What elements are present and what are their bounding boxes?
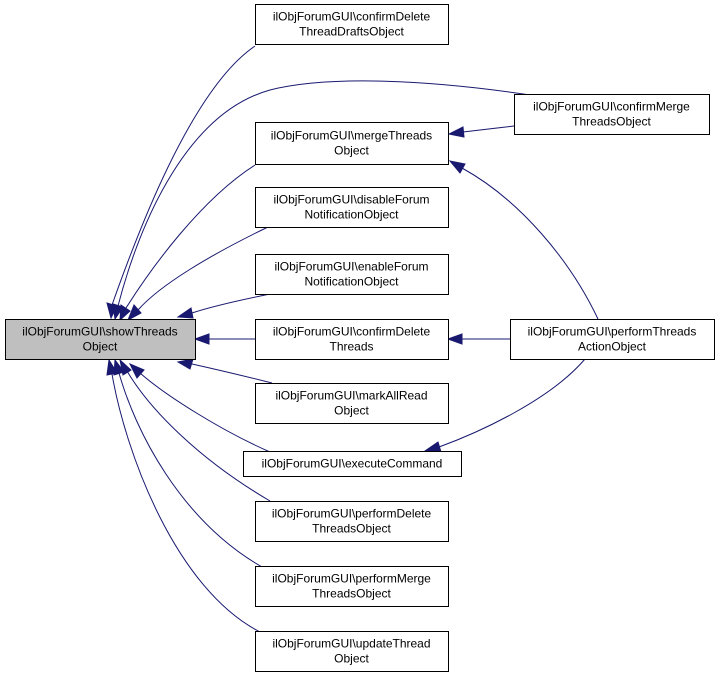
edge-mergeThreads-to-show: [119, 164, 256, 322]
node-label-line: ilObjForumGUI\markAllRead: [275, 389, 427, 403]
edge-enableForum-to-show: [176, 292, 276, 319]
edge-line: [117, 80, 531, 307]
node-label-line: ilObjForumGUI\showThreads: [22, 325, 177, 339]
edge-line: [118, 372, 263, 568]
edge-line: [137, 226, 269, 311]
node-box: [510, 319, 715, 360]
edge-confirmMerge-to-mergeThreads: [447, 125, 515, 138]
node-box: [255, 187, 449, 228]
edge-confirmDeleteDrafts-to-show: [106, 45, 256, 320]
arrow-head: [193, 333, 210, 345]
node-label-line: ilObjForumGUI\confirmDelete: [273, 10, 431, 24]
node-label-line: ThreadsObject: [572, 115, 651, 129]
arrow-head: [448, 160, 466, 174]
edges-layer: [106, 45, 599, 634]
node-box: [255, 566, 449, 607]
arrow-head: [446, 333, 463, 345]
arrow-head: [128, 363, 145, 379]
edge-line: [139, 372, 271, 453]
node-label-line: ilObjForumGUI\performThreads: [528, 325, 697, 339]
edge-performThreads-to-confirmDeleteThreads: [446, 333, 510, 345]
node-label-line: NotificationObject: [304, 275, 399, 289]
arrow-head: [127, 304, 142, 322]
edge-disableForum-to-show: [127, 226, 269, 322]
node-box: [255, 631, 449, 672]
node-disableForum[interactable]: ilObjForumGUI\disableForumNotificationOb…: [255, 187, 449, 228]
node-label-line: Object: [83, 340, 118, 354]
arrow-head: [423, 441, 442, 453]
arrow-head: [106, 358, 118, 376]
node-label-line: Object: [334, 144, 369, 158]
edge-line: [191, 363, 273, 384]
edge-line: [191, 292, 276, 314]
node-label-line: Object: [334, 404, 369, 418]
edge-markAllRead-to-show: [176, 358, 273, 384]
node-box: [255, 383, 449, 424]
node-label-line: ilObjForumGUI\disableForum: [273, 193, 429, 207]
node-label-line: ilObjForumGUI\performDelete: [272, 507, 432, 521]
edge-line: [111, 373, 263, 634]
edge-line: [461, 167, 599, 320]
arrow-head: [119, 304, 131, 322]
node-label-line: ilObjForumGUI\enableForum: [274, 260, 428, 274]
node-label-line: ThreadsObject: [312, 587, 391, 601]
edge-performThreads-to-mergeThreads: [448, 160, 599, 320]
node-label-line: NotificationObject: [304, 208, 399, 222]
edge-line: [438, 358, 586, 448]
arrow-head: [176, 307, 194, 319]
node-label-line: ilObjForumGUI\confirmDelete: [273, 325, 431, 339]
node-box: [243, 451, 462, 477]
edge-line: [462, 125, 515, 133]
node-label-line: ilObjForumGUI\confirmMerge: [533, 100, 690, 114]
node-confirmDeleteDrafts[interactable]: ilObjForumGUI\confirmDeleteThreadDraftsO…: [255, 4, 449, 45]
node-enableForum[interactable]: ilObjForumGUI\enableForumNotificationObj…: [255, 254, 449, 295]
node-label-line: ThreadsObject: [312, 522, 391, 536]
node-box: [5, 319, 196, 360]
edge-line: [126, 370, 271, 502]
node-box: [255, 4, 449, 45]
node-executeCommand[interactable]: ilObjForumGUI\executeCommand: [243, 451, 462, 477]
edge-updateThread-to-show: [106, 358, 263, 634]
node-box: [255, 501, 449, 542]
arrow-head: [447, 126, 465, 138]
edge-line: [125, 164, 256, 309]
node-label-line: ilObjForumGUI\executeCommand: [262, 457, 443, 471]
node-label-line: ActionObject: [578, 340, 647, 354]
node-label-line: ilObjForumGUI\mergeThreads: [271, 129, 432, 143]
arrow-head: [176, 358, 194, 370]
node-label-line: ilObjForumGUI\performMerge: [272, 572, 431, 586]
node-label-line: Object: [334, 652, 369, 666]
nodes-layer: ilObjForumGUI\showThreadsObjectilObjForu…: [5, 4, 715, 672]
node-box: [255, 122, 449, 165]
edge-executeCommand-to-show: [128, 363, 271, 453]
node-label-line: ThreadDraftsObject: [299, 25, 404, 39]
edge-line: [111, 45, 256, 306]
node-box: [514, 94, 710, 135]
node-box: [255, 254, 449, 295]
node-label-line: Threads: [329, 340, 373, 354]
node-box: [255, 319, 449, 360]
edge-confirmDeleteThreads-to-show: [193, 333, 255, 345]
node-label-line: ilObjForumGUI\updateThread: [272, 637, 430, 651]
